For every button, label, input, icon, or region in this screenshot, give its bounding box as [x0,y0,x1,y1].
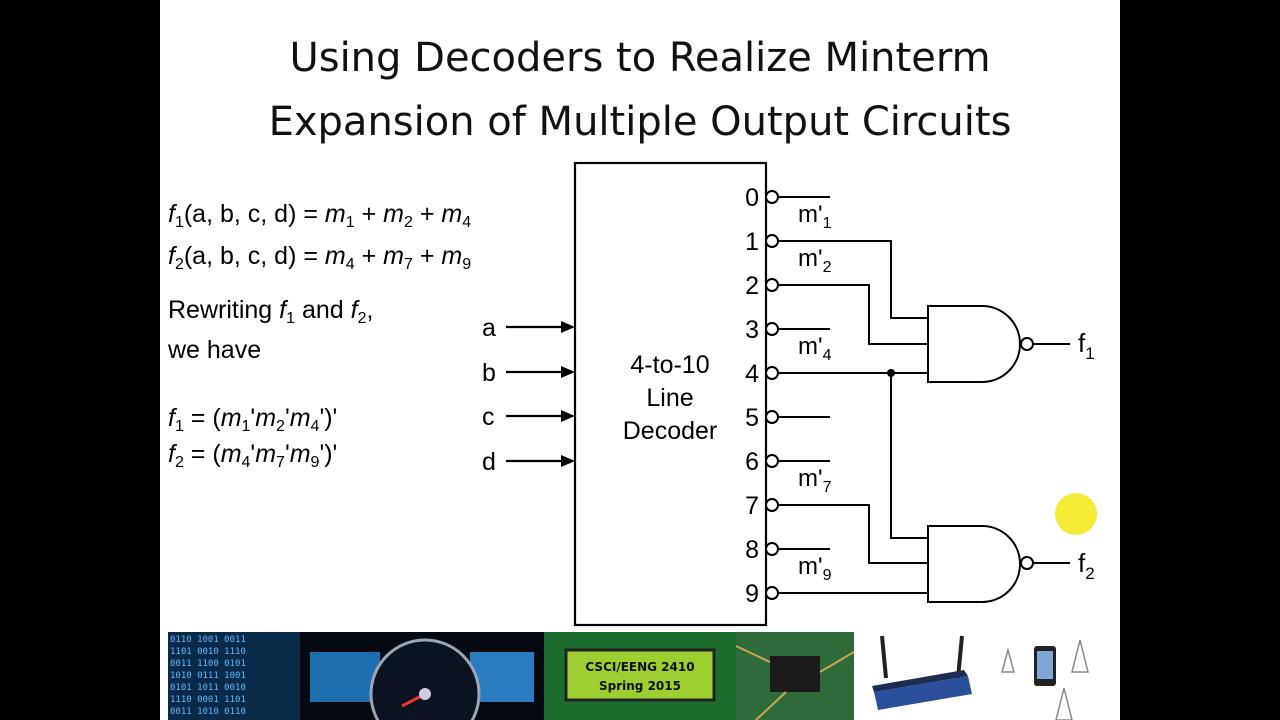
f2-args: (a, b, c, d) [183,242,297,270]
svg-text:1101 0010 1110: 1101 0010 1110 [170,647,246,657]
svg-text:0110 1001 0011: 0110 1001 0011 [170,635,246,645]
svg-text:0101 1011 0010: 0101 1011 0010 [170,683,246,693]
output-label-6: 6 [745,448,759,476]
wire-label-m4: m'4 [798,333,832,364]
f1-subscript: 1 [174,214,184,231]
input-label-a: a [482,314,496,342]
equation-f2: f2(a, b, c, d) = m4 + m7 + m9 [168,242,471,274]
gate2-output-label: f2 [1078,548,1095,583]
output-label-4: 4 [745,360,759,388]
output-label-3: 3 [745,316,759,344]
output-label-9: 9 [745,580,759,608]
wire-label-m9: m'9 [798,553,832,584]
banner-dashboard-image [300,632,544,720]
banner-lcd-image: CSCI/EENG 2410 Spring 2015 [544,632,736,720]
decoder-label-line1: 4-to-10 [630,351,709,379]
cursor-highlight-icon [1055,493,1097,535]
decoder-box [573,161,768,627]
input-arrow-b [561,366,575,378]
decoder-label-line3: Decoder [623,417,718,445]
input-label-b: b [482,359,496,387]
lcd-line2: Spring 2015 [599,679,681,693]
slide: Using Decoders to Realize Minterm Expans… [160,0,1120,720]
svg-text:1110 0001 1101: 1110 0001 1101 [170,695,246,705]
output-label-1: 1 [745,228,759,256]
lcd-line1: CSCI/EENG 2410 [585,660,694,674]
wire-label-m7: m'7 [798,465,832,496]
input-arrow-d [561,455,575,467]
wire-label-m1: m'1 [798,201,832,232]
input-arrow-c [561,410,575,422]
wire-label-m2: m'2 [798,245,832,276]
nand-gate-1 [927,305,1021,383]
f2-rhs: = m4 + m7 + m9 [303,242,472,273]
equation-f1: f1(a, b, c, d) = m1 + m2 + m4 [168,200,471,232]
output-label-2: 2 [745,272,759,300]
output-label-0: 0 [745,184,759,212]
f1-symbol: f [168,200,175,228]
decoder-label-line2: Line [646,384,693,412]
nand-gate-1-bubble [1020,337,1034,351]
svg-text:0011 1100 0101: 0011 1100 0101 [170,659,246,669]
f2-symbol: f [168,242,175,270]
input-arrow-a [561,321,575,333]
slide-title-line2: Expansion of Multiple Output Circuits [268,99,1012,145]
output-label-5: 5 [745,404,759,432]
f1-rhs: = m1 + m2 + m4 [303,200,472,231]
equation-f1-nand: f1 = (m1'm2'm4')' [168,404,338,435]
nand-gate-2 [927,525,1021,603]
input-label-d: d [482,448,496,476]
f2-subscript: 2 [174,256,184,273]
banner-circuit-board-image [736,632,854,720]
svg-text:1010 0111 1001: 1010 0111 1001 [170,671,246,681]
decoder-circuit-diagram: a b c d 4-to-10 Line Decoder 0 1 2 3 4 5… [482,161,1095,627]
nand-gate-2-bubble [1020,556,1034,570]
input-label-c: c [482,403,495,431]
banner-phone-towers-image [998,632,1102,720]
junction-dot [887,369,895,377]
banner-router-image [868,632,976,720]
f1-args: (a, b, c, d) [183,200,297,228]
rewriting-line2: we have [168,336,262,364]
rewriting-line1: Rewriting f1 and f2, [168,296,374,327]
equation-f2-nand: f2 = (m4'm7'm9')' [168,440,338,471]
svg-text:0011 1010 0110: 0011 1010 0110 [170,707,246,717]
banner-binary-image: 0110 1001 0011 1101 0010 1110 0011 1100 … [168,632,300,720]
slide-title-line1: Using Decoders to Realize Minterm [289,35,991,81]
output-label-8: 8 [745,536,759,564]
output-label-7: 7 [745,492,759,520]
gate1-output-label: f1 [1078,328,1095,363]
